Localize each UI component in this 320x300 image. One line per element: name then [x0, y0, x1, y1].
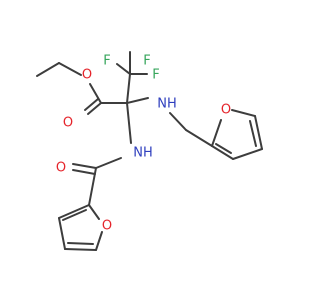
fluorine-right-label: F	[152, 68, 159, 83]
bond-ester-carbonyl-double-1	[87, 102, 102, 115]
bond-lower-furan-c2-c3-inner	[62, 209, 87, 221]
bond-ethyl-ch3-ch2	[36, 62, 60, 77]
bond-ester-o-carbonyl-carbon	[89, 83, 102, 104]
bond-amide-carbonyl-double-2	[72, 169, 96, 175]
molecule-structure-diagram: F F F O O NH NH O O O	[0, 0, 300, 300]
bond-amide-carbonyl-double-1	[72, 163, 97, 169]
middle-nh-label: NH	[133, 146, 153, 161]
bond-lower-furan-c2-c3	[58, 204, 90, 219]
atom-label-group: F F F O O NH NH O O O	[56, 54, 231, 234]
bond-quaternary-to-cf3	[126, 73, 131, 104]
ester-carbonyl-oxygen-label: O	[63, 116, 73, 131]
bond-upper-furan-o-c5	[231, 109, 256, 117]
ester-oxygen-label: O	[82, 68, 92, 83]
bond-top-nh-to-ch2	[169, 112, 187, 131]
fluorine-top-left-label: F	[103, 54, 110, 69]
top-nh-label: NH	[157, 97, 177, 112]
fluorine-top-right-label: F	[143, 54, 150, 69]
bond-lower-furan-c4-c5-inner	[67, 242, 94, 245]
bond-upper-furan-c2-o	[211, 119, 222, 147]
bond-lower-furan-c3-c4	[58, 217, 66, 250]
bond-middle-nh-to-amide-carbon	[95, 157, 122, 169]
bond-ester-carbonyl-double-2	[84, 98, 99, 111]
diagram-background	[0, 0, 300, 300]
bond-upper-furan-c3-c2-inner	[215, 143, 232, 154]
bond-quaternary-to-top-nh	[126, 97, 149, 104]
bond-group	[36, 51, 263, 251]
bond-lower-furan-c4-c5	[64, 248, 97, 251]
bond-lower-furan-o-c2	[88, 204, 100, 220]
bond-cf3-f-top-left	[116, 63, 131, 75]
bond-ethyl-ch2-o	[58, 62, 82, 76]
bond-upper-furan-c3-c2	[211, 145, 234, 160]
amide-oxygen-label: O	[56, 161, 66, 176]
bond-ch2-to-furan	[185, 129, 213, 147]
lower-furan-oxygen-label: O	[102, 219, 112, 234]
bond-upper-furan-c5-c4	[254, 115, 263, 150]
upper-furan-oxygen-label: O	[221, 103, 231, 118]
bond-upper-furan-c5-c4-inner	[249, 120, 257, 147]
bond-upper-furan-c4-c3	[232, 148, 263, 160]
bond-amide-carbon-to-furan	[88, 167, 97, 206]
bond-lower-furan-c5-o	[95, 231, 103, 251]
bond-quaternary-to-middle-nh	[126, 102, 132, 144]
